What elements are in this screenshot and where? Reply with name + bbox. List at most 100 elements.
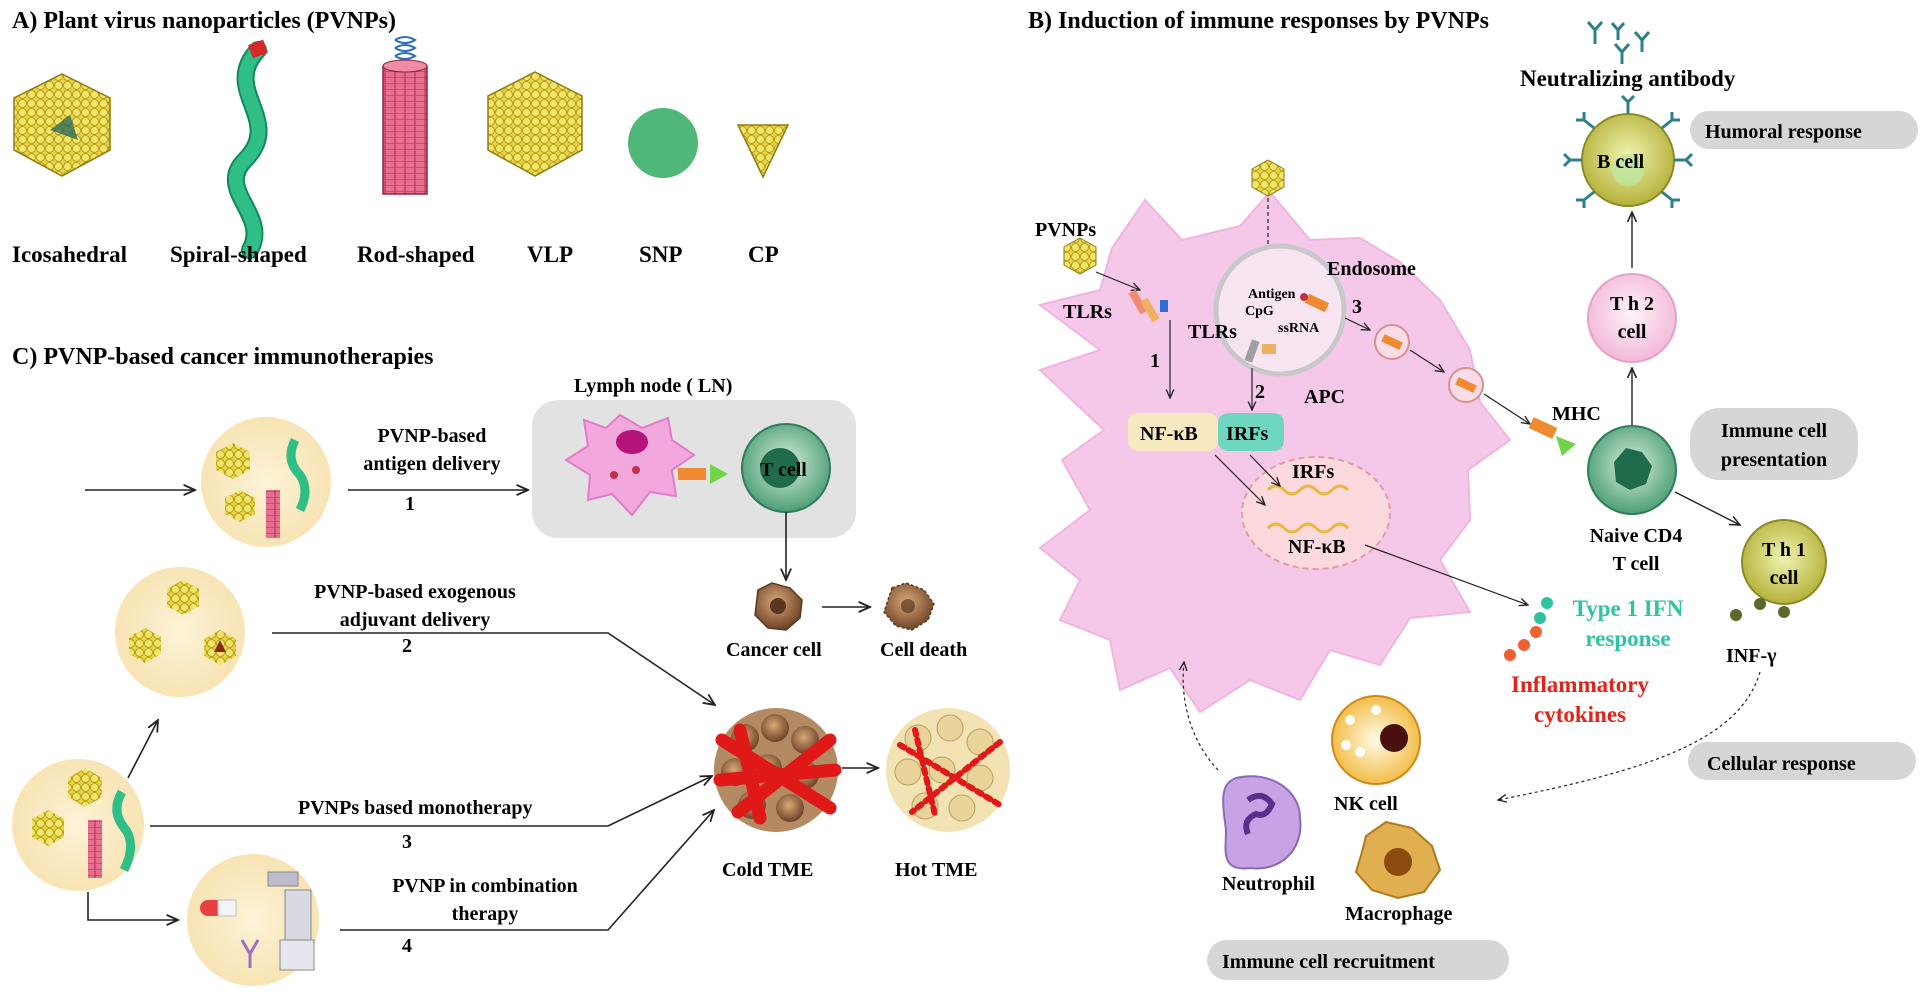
th1-cell-icon	[1741, 519, 1827, 605]
arrow-cluster-to-combination	[87, 892, 178, 920]
vlp-icon	[487, 71, 583, 177]
naive-cd4-t-cell-icon	[1587, 425, 1677, 515]
b-cell-icon: B cell	[1562, 94, 1694, 208]
macrophage-label: Macrophage	[1345, 903, 1453, 925]
endosome-icon	[1213, 243, 1347, 377]
arrow-nucleus-to-cytokines	[1364, 544, 1528, 605]
arrow-cluster-to-adjuvant	[127, 720, 158, 779]
nfkb-label: NF-κB	[1140, 423, 1198, 445]
arrow-route-2	[272, 632, 715, 705]
spiral-virus-icon	[226, 39, 268, 259]
lymph-t-cell-label: T cell	[760, 459, 807, 481]
macrophage-icon	[1354, 820, 1442, 900]
pvnp-antigen-circle	[201, 417, 331, 547]
humoral-response-pill	[1690, 111, 1918, 149]
panel-a-title: A) Plant virus nanoparticles (PVNPs)	[12, 8, 396, 34]
antibody-icons	[1586, 21, 1651, 64]
inf-gamma-dots-icon	[1730, 598, 1790, 621]
panel-c-title: C) PVNP-based cancer immunotherapies	[12, 344, 434, 370]
endosome-antigen-mhc-icon	[1300, 293, 1330, 313]
label-snp: SNP	[639, 242, 682, 267]
dying-cell-icon	[883, 582, 935, 631]
nfkb-box	[1128, 413, 1218, 451]
snp-icon	[628, 108, 698, 178]
cytokine-dots-icon	[1504, 597, 1553, 661]
nk-cell-label: NK cell	[1334, 793, 1398, 815]
nucleus-nfkb-label: NF-κB	[1288, 536, 1346, 558]
endosome-antigen-label: Antigen	[1248, 287, 1296, 302]
adjuvant-circle	[115, 567, 245, 697]
route3-number: 3	[402, 831, 412, 853]
arrow-nfkb-to-nucleus	[1214, 454, 1265, 505]
apc-cell-body	[1037, 190, 1512, 714]
route2-number: 2	[402, 635, 412, 657]
neutrophil-icon	[1222, 775, 1302, 870]
irfs-label: IRFs	[1226, 423, 1268, 445]
arrow-path-3b	[1409, 349, 1444, 372]
route1-number: 1	[405, 493, 415, 515]
pvnp-particle-outer-icon	[1063, 237, 1097, 275]
pvnp-cluster-circle	[12, 759, 144, 891]
neutrophil-label: Neutrophil	[1222, 873, 1315, 895]
mhc-receptor-icon	[1528, 417, 1576, 456]
th2-cell-icon	[1587, 273, 1677, 363]
tlr-receptor-inner-icon	[1244, 339, 1276, 363]
cp-icon	[736, 124, 790, 179]
arrow-to-recruitment	[1498, 671, 1761, 800]
endosome-ssrna-label: ssRNA	[1278, 321, 1320, 336]
arrow-path-3c	[1483, 393, 1530, 424]
cellular-response-pill	[1688, 742, 1916, 780]
tlrs-outer-label: TLRs	[1063, 301, 1112, 323]
nucleus-irfs-label: IRFs	[1292, 461, 1334, 483]
route4-number: 4	[402, 935, 412, 957]
cell-death-label: Cell death	[880, 639, 967, 661]
arrow-route-3	[150, 776, 712, 827]
b-cell-label: B cell	[1597, 151, 1645, 173]
cellular-response-label: Cellular response	[1707, 753, 1856, 775]
recruitment-label: Immune cell recruitment	[1222, 951, 1435, 973]
lymph-node-label: Lymph node ( LN)	[574, 375, 732, 397]
humoral-response-label: Humoral response	[1705, 121, 1862, 143]
label-cp: CP	[748, 242, 779, 267]
inf-gamma-label: INF-γ	[1726, 645, 1777, 667]
hot-tme-label: Hot TME	[895, 859, 977, 881]
label-spiral-shaped: Spiral-shaped	[170, 242, 307, 267]
cold-tme-label: Cold TME	[722, 859, 813, 881]
label-icosahedral: Icosahedral	[12, 242, 127, 267]
lymph-node-box: Lymph node ( LN) T cell	[532, 375, 856, 538]
hot-tme-icon	[886, 708, 1010, 832]
endosome-label: Endosome	[1327, 258, 1416, 280]
arrow-route-4	[340, 810, 714, 931]
dna-icon	[1266, 484, 1350, 534]
icosahedral-virus-icon	[13, 73, 111, 177]
label-vlp: VLP	[527, 242, 573, 267]
apc-label: APC	[1304, 386, 1345, 408]
tlrs-inner-label: TLRs	[1188, 321, 1237, 343]
recruitment-pill	[1207, 940, 1509, 980]
mhc-label: MHC	[1552, 403, 1601, 425]
rod-virus-icon	[382, 36, 428, 195]
path2-number: 2	[1255, 381, 1265, 403]
cold-tme-icon	[713, 708, 842, 832]
pvnps-label: PVNPs	[1035, 219, 1096, 241]
arrow-path-3a	[1344, 317, 1370, 330]
arrow-irfs-to-nucleus	[1249, 454, 1280, 486]
panel-b-title: B) Induction of immune responses by PVNP…	[1028, 8, 1489, 34]
tlr-receptor-outer-icon	[1128, 289, 1168, 323]
path3-number: 3	[1352, 296, 1362, 318]
combination-therapy-circle	[187, 854, 319, 986]
cancer-cell-label: Cancer cell	[726, 639, 822, 661]
endosome-cpg-label: CpG	[1245, 304, 1274, 319]
arrow-pvnp-to-tlr	[1095, 271, 1140, 290]
nk-cell-icon	[1331, 695, 1421, 785]
